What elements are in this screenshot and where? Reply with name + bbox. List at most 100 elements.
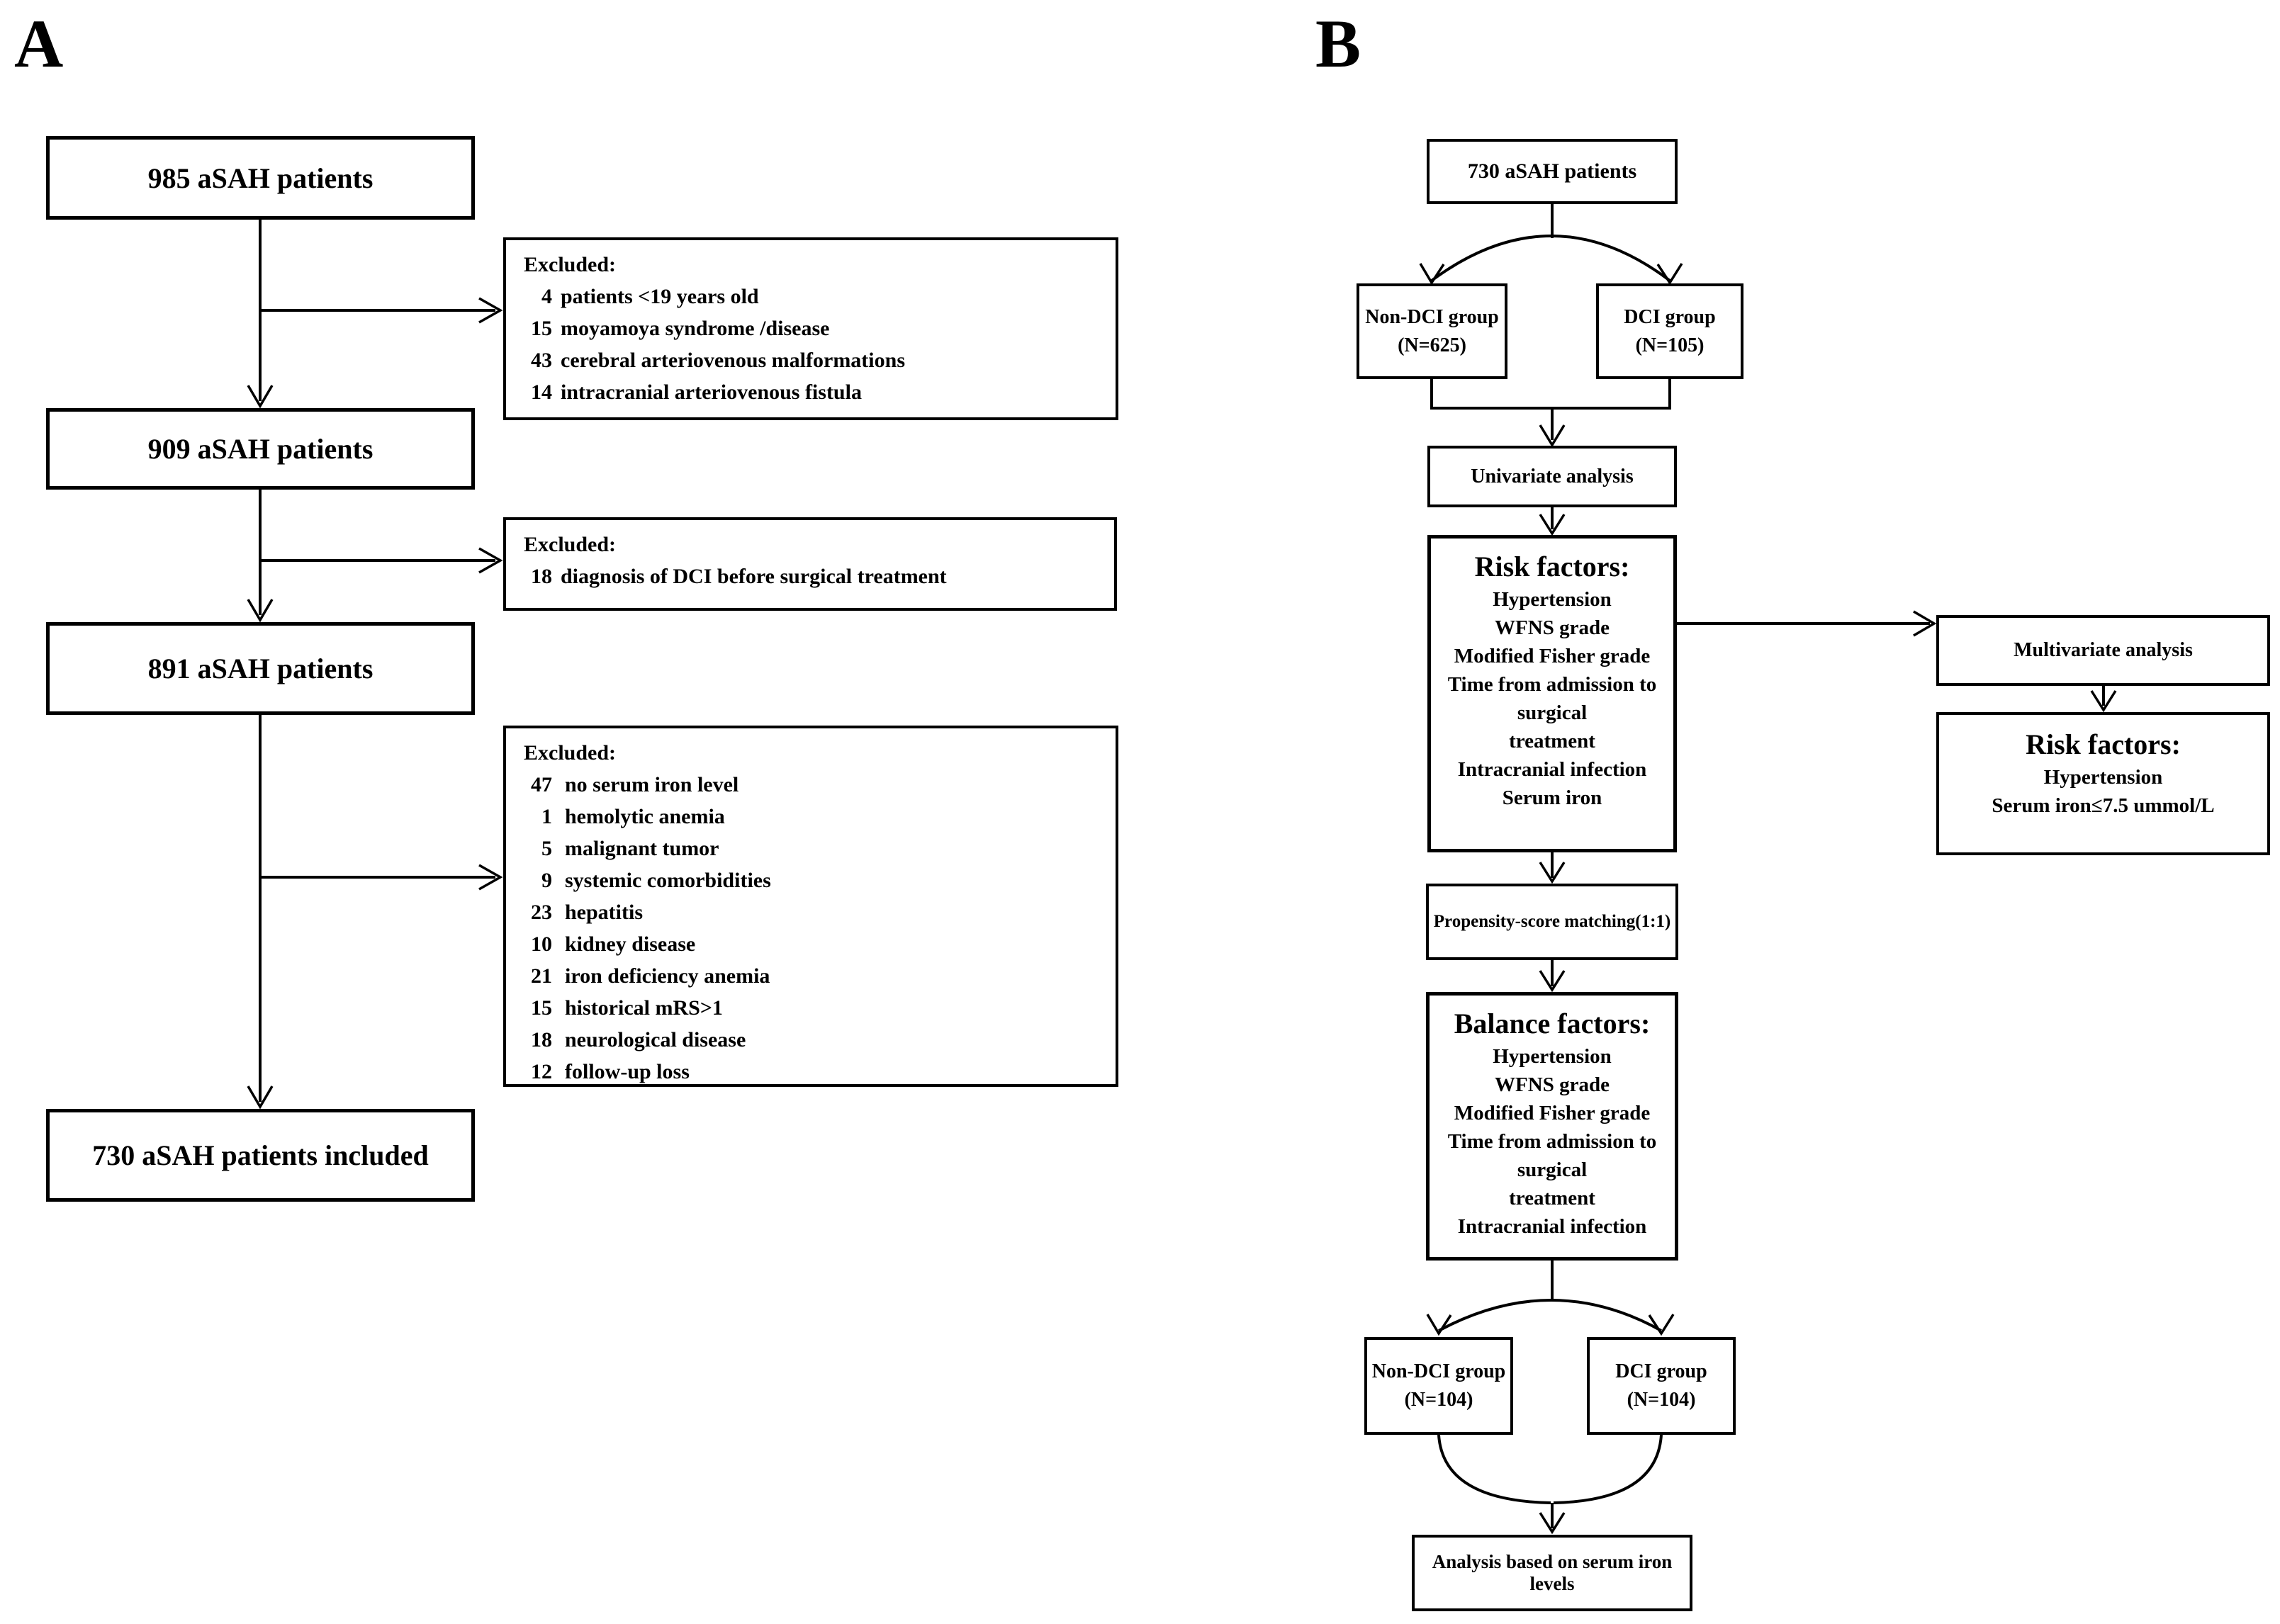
- a-excluded-box-1: Excluded: 4 patients <19 years old 15 mo…: [503, 237, 1118, 420]
- b-risk-main-line: WFNS grade: [1495, 616, 1610, 639]
- a-excluded2-item: 18 diagnosis of DCI before surgical trea…: [524, 560, 1107, 592]
- a-excluded3-item-count: 1: [541, 805, 552, 828]
- arrowhead-a-box2: [247, 385, 274, 409]
- a-excluded3-item-text: malignant tumor: [565, 837, 719, 860]
- b-dci-bottom-line1: DCI group: [1615, 1360, 1707, 1382]
- a-excluded-box-3: Excluded: 47 no serum iron level 1 hemol…: [503, 726, 1118, 1087]
- a-excluded1-item-count: 14: [531, 380, 552, 404]
- b-risk-result-title: Risk factors:: [2026, 728, 2181, 760]
- b-multivariate-text: Multivariate analysis: [2014, 639, 2193, 661]
- arrowhead-a-excluded1: [478, 297, 503, 324]
- b-balance-line: treatment: [1509, 1187, 1595, 1209]
- b-balance-line: Modified Fisher grade: [1454, 1102, 1651, 1124]
- a-excluded3-item: 23 hepatitis: [524, 896, 1108, 928]
- a-excluded3-item: 15 historical mRS>1: [524, 992, 1108, 1024]
- a-box-909-text: 909 aSAH patients: [147, 433, 374, 465]
- a-box-891-patients: 891 aSAH patients: [46, 622, 475, 715]
- b-balance-line: WFNS grade: [1495, 1073, 1610, 1096]
- b-risk-main-line: Serum iron: [1502, 786, 1602, 809]
- a-excluded3-item: 1 hemolytic anemia: [524, 801, 1108, 833]
- b-dci-top-stack: DCI group (N=105): [1599, 303, 1741, 360]
- a-excluded1-item-count: 4: [541, 285, 552, 308]
- b-box-dci-bottom: DCI group (N=104): [1587, 1337, 1736, 1435]
- a-excluded3-item: 21 iron deficiency anemia: [524, 960, 1108, 992]
- b-nondci-top-line1: Non-DCI group: [1365, 305, 1499, 328]
- b-risk-main-line: Modified Fisher grade: [1454, 645, 1651, 667]
- a-excluded3-item: 5 malignant tumor: [524, 833, 1108, 864]
- a-excluded3-item: 18 neurological disease: [524, 1024, 1108, 1056]
- a-excluded3-item-text: iron deficiency anemia: [565, 964, 770, 988]
- a-excluded3-item-count: 18: [531, 1028, 552, 1051]
- a-excluded1-item-text: cerebral arteriovenous malformations: [561, 349, 905, 372]
- arrowhead-b-univariate: [1539, 424, 1566, 448]
- a-box-985-patients: 985 aSAH patients: [46, 136, 475, 220]
- panel-b-label: B: [1315, 6, 1361, 81]
- b-risk-main-title: Risk factors:: [1474, 551, 1630, 582]
- b-box-dci-top: DCI group (N=105): [1596, 283, 1743, 379]
- a-box-730-included: 730 aSAH patients included: [46, 1109, 475, 1202]
- b-propensity-text: Propensity-score matching(1:1): [1433, 912, 1671, 931]
- b-box-risk-factors-result: Risk factors: Hypertension Serum iron≤7.…: [1936, 712, 2270, 855]
- a-excluded1-title: Excluded:: [524, 253, 617, 276]
- panel-a-label: A: [14, 6, 64, 81]
- a-excluded1-item: 15 moyamoya syndrome /disease: [524, 312, 1108, 344]
- b-balance-line: Hypertension: [1493, 1045, 1612, 1068]
- arrowhead-a-box3: [247, 599, 274, 623]
- b-box-univariate: Univariate analysis: [1427, 446, 1677, 507]
- arrowhead-b-nondci-bottom: [1426, 1314, 1452, 1336]
- b-risk-main-line: Time from admission to surgical: [1447, 673, 1657, 724]
- a-excluded1-item-count: 15: [531, 317, 552, 340]
- a-excluded3-item-text: neurological disease: [565, 1028, 746, 1051]
- a-excluded3-item: 47 no serum iron level: [524, 769, 1108, 801]
- arrowhead-a-excluded3: [478, 864, 503, 891]
- b-nondci-top-stack: Non-DCI group (N=625): [1359, 303, 1505, 360]
- a-box-909-patients: 909 aSAH patients: [46, 408, 475, 490]
- a-excluded1-item: 4 patients <19 years old: [524, 281, 1108, 312]
- b-balance-line: Intracranial infection: [1457, 1215, 1647, 1238]
- b-balance-title: Balance factors:: [1454, 1008, 1651, 1039]
- arrowhead-b-nondci-top: [1419, 263, 1445, 286]
- arrowhead-a-excluded2: [478, 547, 503, 574]
- b-box-730-patients: 730 aSAH patients: [1427, 139, 1678, 204]
- arc-b-top-split: [1430, 235, 1671, 282]
- a-excluded3-item-count: 15: [531, 996, 552, 1020]
- b-final-analysis-text: Analysis based on serum iron levels: [1432, 1551, 1673, 1594]
- a-excluded3-item-count: 5: [541, 837, 552, 860]
- arc-b-converge-right: [1553, 1434, 1663, 1504]
- b-nondci-bottom-stack: Non-DCI group (N=104): [1367, 1358, 1510, 1414]
- b-dci-bottom-stack: DCI group (N=104): [1590, 1358, 1733, 1414]
- b-risk-main-line: treatment: [1509, 730, 1595, 752]
- arrowhead-b-dci-top: [1656, 263, 1683, 286]
- a-excluded3-item-text: hemolytic anemia: [565, 805, 725, 828]
- a-excluded3-item-text: hepatitis: [565, 901, 644, 924]
- b-dci-top-line1: DCI group: [1624, 305, 1716, 328]
- a-excluded3-item: 12 follow-up loss: [524, 1056, 1108, 1088]
- arrowhead-b-dci-bottom: [1648, 1314, 1675, 1336]
- a-excluded3-item-count: 21: [531, 964, 552, 988]
- a-excluded3-title: Excluded:: [524, 741, 617, 765]
- a-excluded1-item: 14 intracranial arteriovenous fistula: [524, 376, 1108, 408]
- b-nondci-bottom-line2: (N=104): [1404, 1389, 1473, 1411]
- a-excluded3-item: 9 systemic comorbidities: [524, 864, 1108, 896]
- a-excluded3-item-count: 10: [531, 932, 552, 956]
- arrowhead-b-multivariate: [1913, 610, 1937, 637]
- arrowhead-b-balance: [1539, 970, 1566, 993]
- b-box-risk-factors-main: Risk factors: Hypertension WFNS grade Mo…: [1427, 535, 1677, 852]
- b-dci-bottom-line2: (N=104): [1627, 1389, 1696, 1411]
- b-risk-main-line: Intracranial infection: [1457, 758, 1647, 781]
- a-excluded3-item-count: 47: [531, 773, 552, 796]
- b-risk-result-line: Hypertension: [2043, 766, 2163, 789]
- b-nondci-top-line2: (N=625): [1398, 334, 1466, 356]
- b-univariate-text: Univariate analysis: [1471, 465, 1634, 487]
- arrowhead-a-box4: [247, 1086, 274, 1110]
- a-excluded2-title: Excluded:: [524, 533, 617, 556]
- a-excluded1-item: 43 cerebral arteriovenous malformations: [524, 344, 1108, 376]
- a-excluded1-item-text: moyamoya syndrome /disease: [561, 317, 830, 340]
- b-box-multivariate: Multivariate analysis: [1936, 615, 2270, 686]
- a-excluded2-item-count: 18: [531, 565, 552, 588]
- a-excluded3-item-text: systemic comorbidities: [565, 869, 771, 892]
- b-balance-line: Time from admission to surgical: [1447, 1130, 1657, 1181]
- arrowhead-b-propensity: [1539, 862, 1566, 884]
